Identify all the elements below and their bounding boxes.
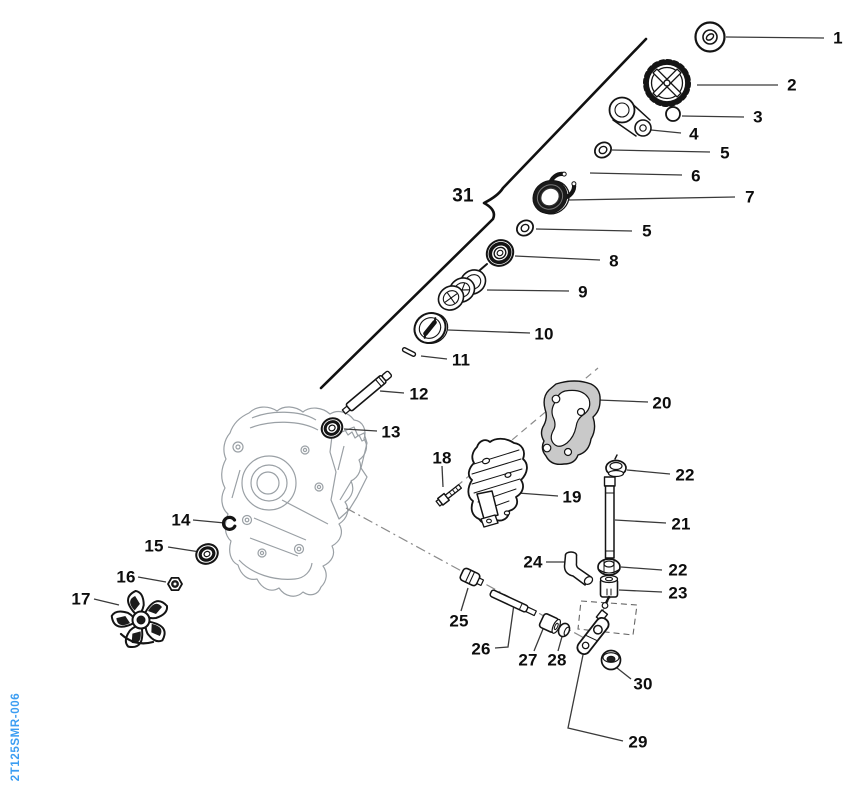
callout-18: 18 (432, 448, 452, 468)
part-24-elbow-fitting (563, 551, 594, 586)
part-1-seal-ring (694, 21, 726, 53)
part-18-bolt (435, 483, 463, 507)
part-22-nut-lower (597, 558, 621, 576)
group-bracket-31 (319, 37, 648, 390)
part-25-bushing (459, 567, 485, 587)
figure-code: 2T125SMR-006 (10, 692, 22, 782)
part-27-barrel-bushing (538, 613, 562, 634)
callout-5a: 5 (720, 143, 730, 163)
callout-31-group: 31 (452, 185, 474, 207)
part-15-seal-washer (195, 543, 219, 565)
callout-4: 4 (689, 124, 699, 144)
callout-27: 27 (518, 650, 538, 670)
part-20-gasket (540, 380, 601, 466)
part-5-washer-upper (594, 141, 612, 159)
part-17-impeller (110, 589, 169, 649)
part-30-knob (600, 649, 622, 671)
callout-28: 28 (547, 650, 567, 670)
part-13-seal (320, 417, 344, 439)
callout-10: 10 (534, 324, 554, 344)
part-5-washer-lower (516, 219, 534, 237)
callout-16: 16 (116, 567, 136, 587)
part-14-eclip (221, 515, 237, 531)
part-11-pin (401, 347, 417, 357)
callout-5b: 5 (642, 221, 652, 241)
part-26-control-shaft (489, 589, 537, 617)
part-22-cap-upper (605, 454, 627, 478)
part-10-rotor (413, 311, 449, 345)
callout-22a: 22 (675, 465, 695, 485)
callout-29: 29 (628, 732, 648, 752)
callout-17: 17 (71, 589, 91, 609)
callout-7: 7 (745, 187, 755, 207)
crankcase-ghost (221, 406, 368, 597)
callout-15: 15 (144, 536, 164, 556)
part-21-rod (603, 476, 616, 559)
callout-6: 6 (691, 166, 701, 186)
callout-9: 9 (578, 282, 588, 302)
callout-14: 14 (171, 510, 191, 530)
callout-22b: 22 (668, 560, 688, 580)
callout-2: 2 (787, 75, 797, 95)
callout-21: 21 (671, 514, 691, 534)
callout-24: 24 (523, 552, 543, 572)
part-2-sprocket (643, 59, 691, 107)
callout-25: 25 (449, 611, 469, 631)
callout-23: 23 (668, 583, 688, 603)
callout-30: 30 (633, 674, 653, 694)
callout-11: 11 (451, 350, 471, 370)
part-9-gear-stack (437, 263, 488, 311)
callout-8: 8 (609, 251, 619, 271)
part-4-bushing (608, 96, 652, 137)
part-19-pump-cover (467, 437, 528, 528)
part-23-valve-body (599, 574, 619, 609)
leader-lines (93, 36, 825, 742)
callout-13: 13 (381, 422, 401, 442)
detail-frame-dashed (577, 600, 638, 636)
part-3-oring (665, 106, 681, 122)
part-28-ring (557, 622, 571, 638)
part-7-oil-seal (532, 179, 570, 215)
part-16-nut (167, 577, 183, 591)
callout-12: 12 (409, 384, 429, 404)
callout-20: 20 (652, 393, 672, 413)
callout-19: 19 (562, 487, 582, 507)
part-8-bearing (485, 239, 515, 267)
callout-26: 26 (471, 639, 491, 659)
part-29-lever (576, 609, 610, 656)
part-12-shaft (341, 370, 393, 415)
callout-3: 3 (753, 107, 763, 127)
callout-1: 1 (833, 28, 843, 48)
